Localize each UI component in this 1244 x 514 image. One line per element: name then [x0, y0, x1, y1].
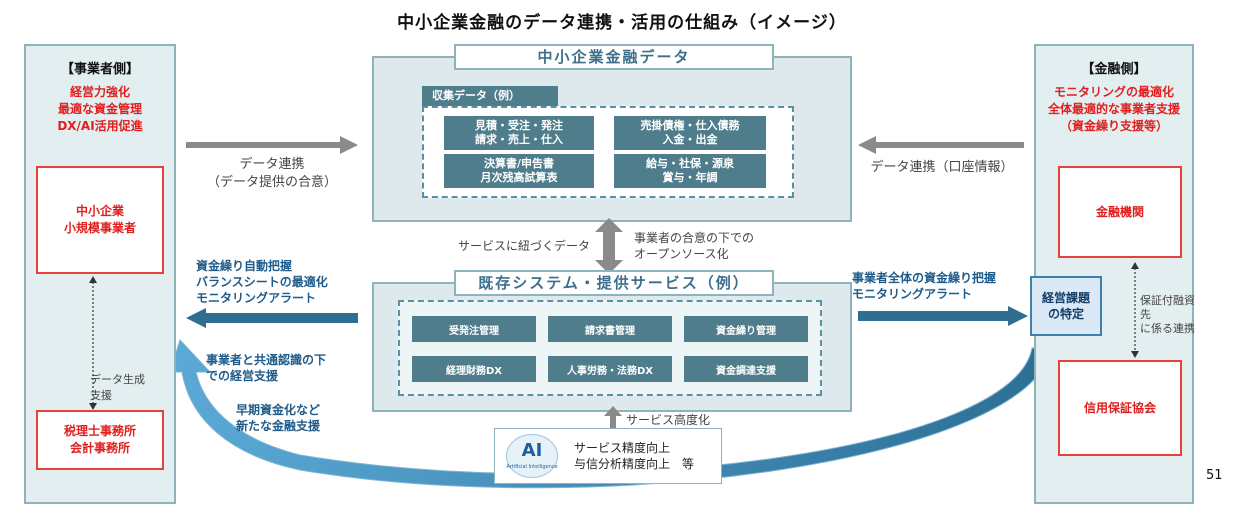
tax-office-box: 税理士事務所 会計事務所	[36, 410, 164, 470]
data-support-label: データ生成 支援	[90, 372, 170, 404]
issue-box-line: 経営課題	[1041, 291, 1090, 305]
finance-side-header: 【金融側】	[1081, 62, 1147, 77]
data-cell-line: 売掛債権・仕入債務	[640, 119, 740, 132]
credit-box-label: 信用保証協会	[1083, 400, 1156, 415]
service-cell: 経理財務DX	[412, 356, 536, 382]
data-cell-line: 月次残高試算表	[480, 171, 558, 184]
guarantee-link-label: 保証付融資先 に係る連携	[1140, 294, 1200, 336]
dotted-link-left	[89, 276, 97, 410]
data-support-line: データ生成	[90, 373, 145, 386]
early-support-line: 新たな金融支援	[236, 419, 321, 433]
data-cell-line: 賞与・年調	[662, 171, 718, 184]
bidirectional-arrow	[595, 218, 623, 274]
data-link-arrow-right	[858, 136, 1024, 154]
data-cell: 給与・社保・源泉 賞与・年調	[614, 154, 766, 188]
common-support-line: での経営支援	[206, 369, 279, 383]
ai-logo-text: AI	[521, 440, 543, 461]
service-cell: 資金調達支援	[684, 356, 808, 382]
collected-data-tab: 収集データ（例）	[422, 86, 558, 106]
sme-box-line: 小規模事業者	[63, 221, 136, 235]
data-cell: 決算書/申告書 月次残高試算表	[444, 154, 594, 188]
business-side-header: 【事業者側】	[60, 62, 139, 77]
service-cell: 資金繰り管理	[684, 316, 808, 342]
goal-item: 経営力強化	[69, 85, 130, 99]
data-link-arrow-left	[186, 136, 358, 154]
bank-box: 金融機関	[1058, 166, 1182, 258]
data-cell-line: 入金・出金	[662, 133, 718, 146]
goal-item: 最適な資金管理	[57, 102, 142, 116]
data-link-right-label: データ連携（口座情報）	[870, 160, 1014, 175]
ai-effect-line: サービス精度向上	[574, 441, 671, 455]
tax-box-line: 税理士事務所	[63, 424, 136, 438]
open-source-label: 事業者の合意の下での オープンソース化	[634, 230, 804, 262]
data-cell-line: 給与・社保・源泉	[646, 157, 734, 170]
data-link-line: データ連携	[239, 157, 305, 172]
early-support-line: 早期資金化など	[236, 403, 321, 417]
data-cell-line: 見積・受注・発注	[475, 119, 563, 132]
issue-identification-box: 経営課題 の特定	[1030, 276, 1102, 336]
data-link-left-label: データ連携 （データ提供の合意）	[186, 156, 358, 192]
ai-brain-icon	[506, 434, 558, 478]
bank-box-label: 金融機関	[1095, 204, 1144, 219]
sme-box-line: 中小企業	[75, 204, 124, 218]
existing-services-header: 既存システム・提供サービス（例）	[454, 270, 774, 296]
finance-goals: モニタリングの最適化 全体最適的な事業者支援 （資金繰り支援等）	[1030, 84, 1198, 135]
ai-effects: サービス精度向上 与信分析精度向上 等	[574, 440, 720, 472]
right-arrow-line: モニタリングアラート	[852, 287, 973, 301]
dotted-link-right	[1131, 262, 1139, 358]
service-cell: 受発注管理	[412, 316, 536, 342]
issue-box-line: の特定	[1047, 307, 1084, 321]
data-cell-line: 決算書/申告書	[483, 157, 555, 170]
credit-guarantee-box: 信用保証協会	[1058, 360, 1182, 456]
business-goals: 経営力強化 最適な資金管理 DX/AI活用促進	[24, 84, 176, 135]
data-support-line: 支援	[90, 389, 112, 402]
blue-arrow-right	[858, 306, 1028, 326]
guarantee-link-line: 保証付融資先	[1140, 294, 1195, 321]
open-source-line: オープンソース化	[634, 247, 729, 261]
open-source-line: 事業者の合意の下での	[634, 231, 755, 245]
page-title: 中小企業金融のデータ連携・活用の仕組み（イメージ）	[397, 13, 847, 33]
goal-item: モニタリングの最適化	[1053, 85, 1174, 99]
ai-effect-line: 与信分析精度向上 等	[574, 457, 695, 471]
left-arrow-text: 資金繰り自動把握 バランスシートの最適化 モニタリングアラート	[196, 258, 372, 306]
data-cell: 売掛債権・仕入債務 入金・出金	[614, 116, 766, 150]
common-support-line: 事業者と共通認識の下	[206, 353, 327, 367]
service-upgrade-arrow	[604, 406, 622, 432]
goal-item: 全体最適的な事業者支援	[1047, 102, 1180, 116]
goal-item: （資金繰り支援等）	[1059, 119, 1168, 133]
sme-box: 中小企業 小規模事業者	[36, 166, 164, 274]
blue-arrow-left	[186, 308, 358, 328]
early-support-label: 早期資金化など 新たな金融支援	[236, 402, 376, 434]
left-arrow-line: バランスシートの最適化	[196, 275, 328, 289]
left-arrow-line: モニタリングアラート	[196, 291, 317, 305]
service-upgrade-label: サービス高度化	[626, 413, 711, 427]
goal-item: DX/AI活用促進	[57, 119, 143, 133]
sme-finance-data-header: 中小企業金融データ	[454, 44, 774, 70]
service-cell: 請求書管理	[548, 316, 672, 342]
data-cell-line: 請求・売上・仕入	[475, 133, 563, 146]
left-arrow-line: 資金繰り自動把握	[196, 259, 293, 273]
guarantee-link-line: に係る連携	[1140, 322, 1195, 335]
right-arrow-text: 事業者全体の資金繰り把握 モニタリングアラート	[852, 270, 1032, 302]
tax-box-line: 会計事務所	[69, 441, 130, 455]
data-cell: 見積・受注・発注 請求・売上・仕入	[444, 116, 594, 150]
data-link-line: （データ提供の合意）	[206, 175, 337, 190]
page-number: 51	[1206, 468, 1223, 483]
service-cell: 人事労務・法務DX	[548, 356, 672, 382]
ai-logo-sub: Artificial Intelligence	[506, 464, 558, 470]
right-arrow-line: 事業者全体の資金繰り把握	[852, 271, 997, 285]
common-support-label: 事業者と共通認識の下 での経営支援	[206, 352, 366, 384]
service-data-label: サービスに紐づくデータ	[457, 239, 590, 253]
